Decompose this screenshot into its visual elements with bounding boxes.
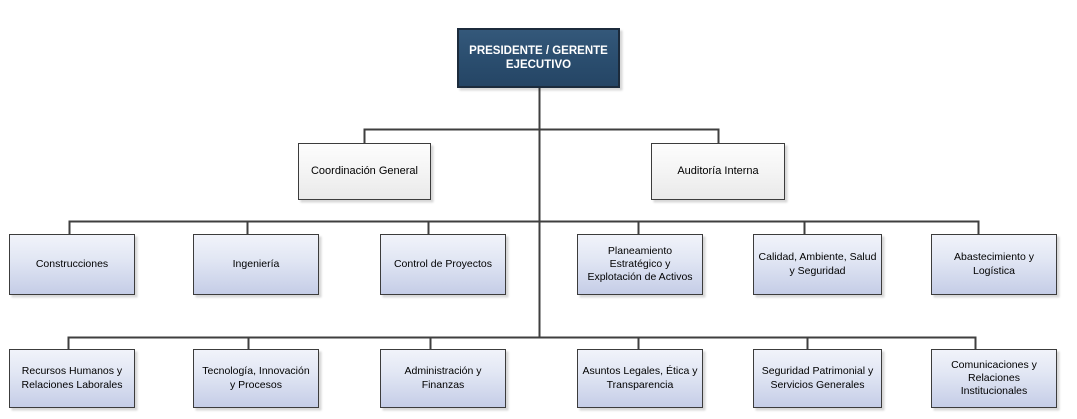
connector-level2 [363, 128, 720, 143]
org-node-ingenieria: Ingeniería [193, 234, 319, 295]
org-node-construcciones: Construcciones [9, 234, 135, 295]
org-node-abastecimiento-logistica: Abastecimiento y Logística [931, 234, 1057, 295]
org-node-control-de-proyectos: Control de Proyectos [380, 234, 506, 295]
connector-level4 [67, 336, 977, 349]
org-node-auditoria-interna: Auditoría Interna [651, 143, 785, 200]
connector-level3 [68, 220, 980, 234]
org-node-administracion-finanzas: Administración y Finanzas [380, 349, 506, 408]
org-node-presidente-gerente-ejecutivo: PRESIDENTE / GERENTE EJECUTIVO [457, 28, 620, 88]
org-node-tecnologia-innovacion-procesos: Tecnología, Innovación y Procesos [193, 349, 319, 408]
org-node-coordinacion-general: Coordinación General [298, 143, 431, 200]
org-node-planeamiento-estrategico-explotacion-activos: Planeamiento Estratégico y Explotación d… [577, 234, 703, 295]
org-node-calidad-ambiente-salud-seguridad: Calidad, Ambiente, Salud y Seguridad [753, 234, 882, 295]
org-node-comunicaciones-relaciones-institucionales: Comunicaciones y Relaciones Instituciona… [931, 349, 1057, 408]
org-node-asuntos-legales-etica-transparencia: Asuntos Legales, Ética y Transparencia [577, 349, 703, 408]
org-node-seguridad-patrimonial-servicios-generales: Seguridad Patrimonial y Servicios Genera… [753, 349, 882, 408]
org-node-recursos-humanos-relaciones-laborales: Recursos Humanos y Relaciones Laborales [9, 349, 135, 408]
